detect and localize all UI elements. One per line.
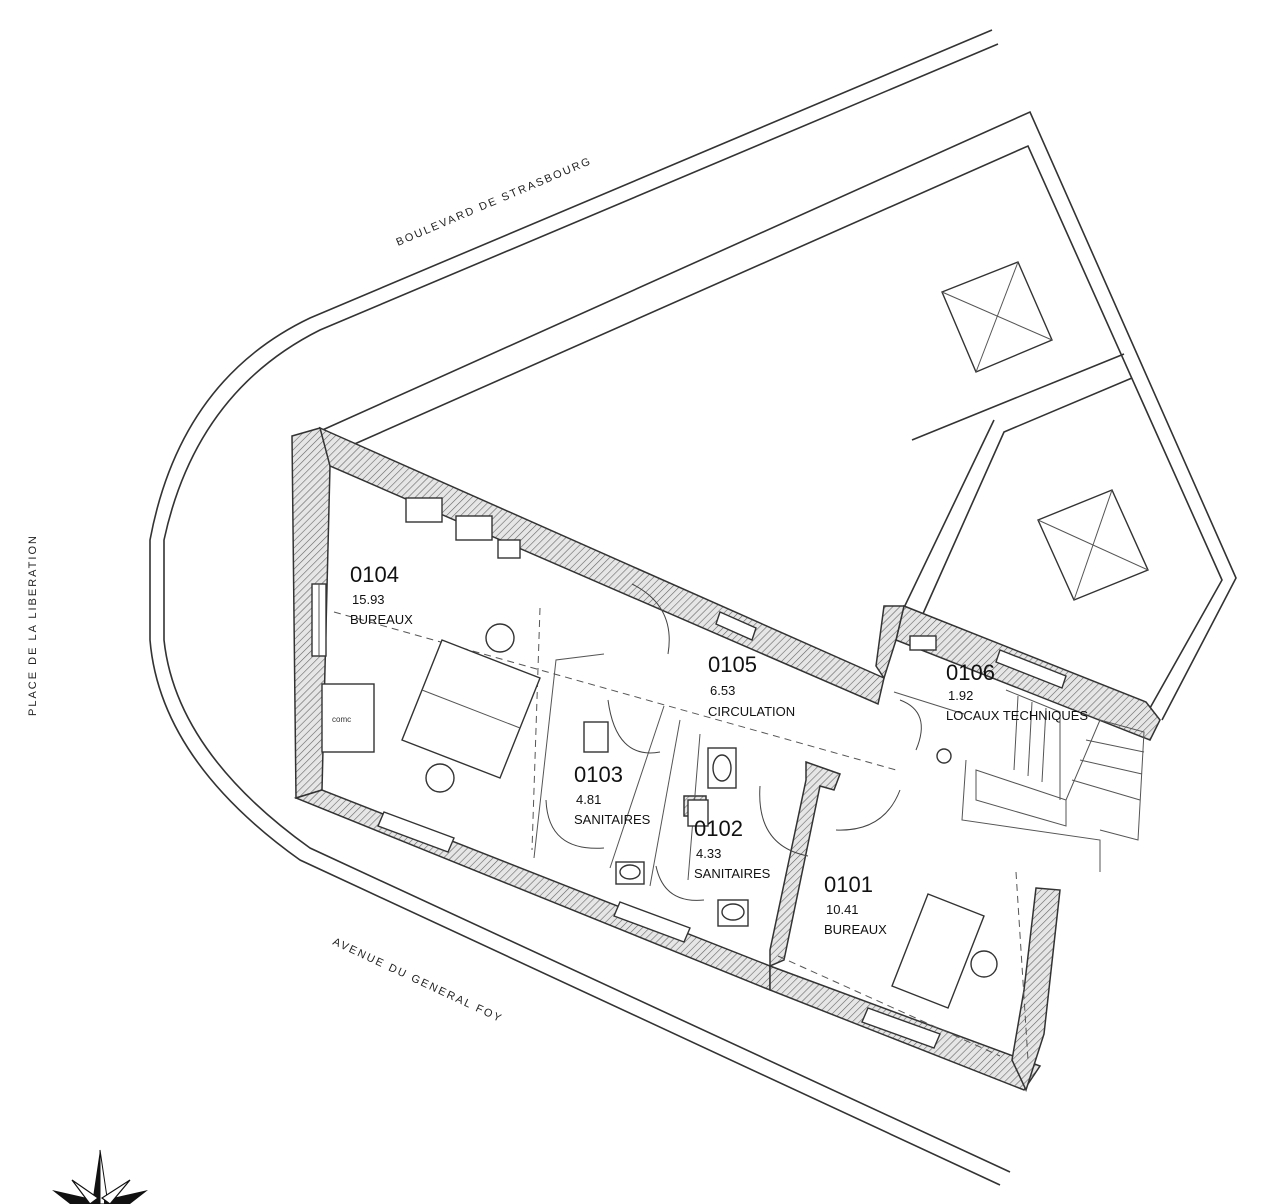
room-0106: 0106 1.92 LOCAUX TECHNIQUES [946,660,1088,723]
courtyard-outline [317,110,1237,721]
room-label: BUREAUX [350,612,413,627]
room-0102: 0102 4.33 SANITAIRES [694,816,771,881]
window-north [715,611,1067,689]
street-label-left: PLACE DE LA LIBERATION [27,534,39,716]
room-area: 6.53 [710,683,735,698]
room-label: LOCAUX TECHNIQUES [946,708,1088,723]
room-number: 0105 [708,652,757,677]
room-area: 1.92 [948,688,973,703]
room-area: 4.81 [576,792,601,807]
equipment-symbols [405,497,952,764]
room-area: 15.93 [352,592,385,607]
dashed-lines [333,607,1029,1061]
room-number: 0101 [824,872,873,897]
chair-icon [970,950,998,978]
room-area: 10.41 [826,902,859,917]
room-label: BUREAUX [824,922,887,937]
skylight-icon [1037,489,1149,601]
room-area: 4.33 [696,846,721,861]
room-label: SANITAIRES [694,866,771,881]
room-label: SANITAIRES [574,812,651,827]
window-south-2 [613,901,691,943]
skylight-icon [941,261,1053,373]
toilet-icon [717,899,749,927]
street-label-bottom: AVENUE DU GENERAL FOY [331,936,505,1026]
room-number: 0104 [350,562,399,587]
room-0101: 0101 10.41 BUREAUX [824,872,887,937]
room-label: CIRCULATION [708,704,795,719]
parcel-outline [149,29,1011,1186]
room-0104: 0104 15.93 BUREAUX [350,562,413,627]
room-0105: 0105 6.53 CIRCULATION [708,652,795,719]
room-number: 0106 [946,660,995,685]
cabinet-label: comc [332,715,351,724]
window-south-1 [377,811,455,853]
window-south-3 [861,1007,941,1049]
desk [891,893,985,1009]
toilet-icon [615,861,645,885]
sink-icon [583,721,737,827]
cabinet [321,683,375,753]
door-swings [545,583,922,901]
street-label-top: BOULEVARD DE STRASBOURG [394,155,593,249]
interior-partitions [533,653,1101,887]
chair-icon [425,623,515,793]
window-west [311,583,327,657]
compass-rose-icon [52,1149,148,1204]
room-0103: 0103 4.81 SANITAIRES [574,762,651,827]
desk [401,639,541,779]
room-number: 0102 [694,816,743,841]
room-number: 0103 [574,762,623,787]
staircase [975,689,1145,841]
